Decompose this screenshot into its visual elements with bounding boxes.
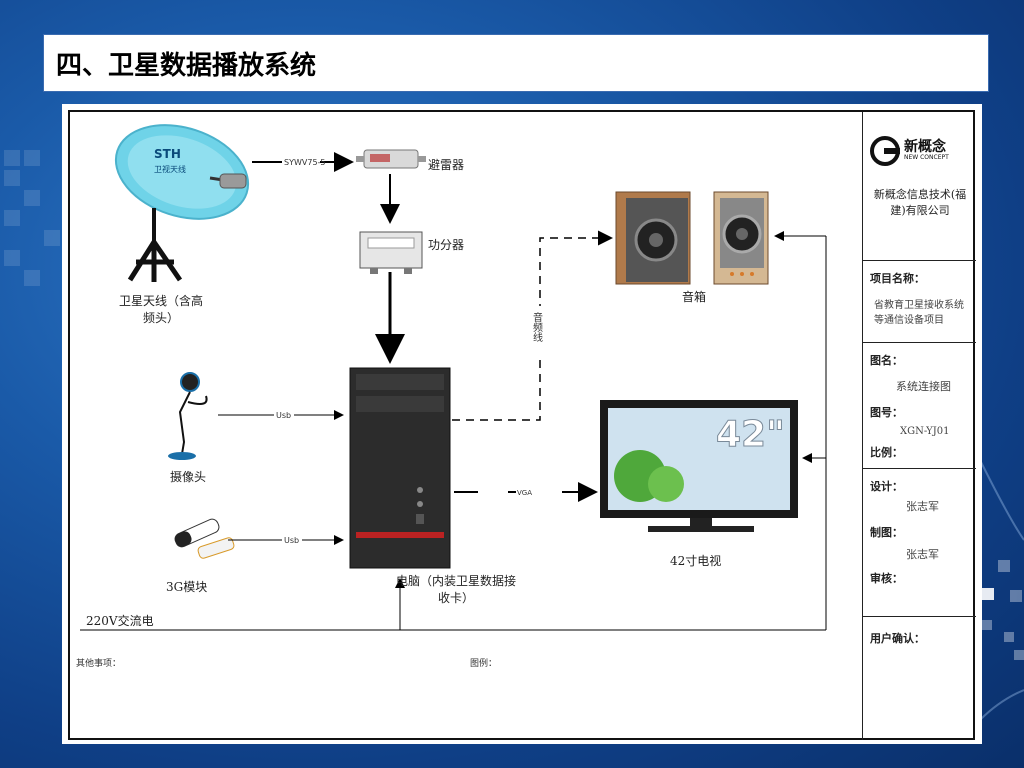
power-label: 220V交流电 bbox=[86, 614, 154, 628]
scale-label: 比例： bbox=[870, 446, 903, 459]
vga-cable-label: VGA bbox=[517, 489, 532, 497]
title-block-row-divider bbox=[862, 616, 976, 617]
speakers-label: 音箱 bbox=[682, 290, 707, 304]
drawing-no: XGN-YJ01 bbox=[900, 426, 950, 437]
surge-protector-icon bbox=[356, 149, 426, 169]
surge-protector-label: 避雷器 bbox=[428, 158, 465, 172]
satellite-dish-label: 卫星天线（含高频头） bbox=[118, 294, 203, 325]
drawing-name-label: 图名： bbox=[870, 354, 903, 367]
usb-camera-label: Usb bbox=[276, 411, 291, 420]
dish-brand: STH bbox=[154, 147, 181, 161]
drafter: 张志军 bbox=[906, 548, 939, 561]
tv-screen-text: 42" bbox=[716, 414, 785, 455]
camera-label: 摄像头 bbox=[170, 470, 207, 484]
company-name: 新概念信息技术(福建)有限公司 bbox=[873, 188, 967, 217]
satellite-dish-icon: STH 卫视天线 bbox=[114, 124, 250, 282]
company-logo: 新概念 NEW CONCEPT bbox=[870, 132, 970, 172]
review-label: 审核： bbox=[870, 572, 903, 585]
company-logo-icon bbox=[870, 136, 900, 166]
splitter-label: 功分器 bbox=[428, 238, 465, 252]
usb-modem-label: Usb bbox=[284, 536, 299, 545]
title-block-row-divider bbox=[862, 468, 976, 469]
dish-brand-sub: 卫视天线 bbox=[154, 164, 186, 174]
title-bar: 四、卫星数据播放系统 bbox=[43, 34, 989, 92]
legend-label: 图例： bbox=[470, 659, 498, 669]
company-logo-sub: NEW CONCEPT bbox=[904, 154, 949, 161]
drawing-name: 系统连接图 bbox=[896, 380, 951, 393]
project-name: 省教育卫星接收系统等通信设备项目 bbox=[874, 300, 964, 326]
title-block-row-divider bbox=[862, 342, 976, 343]
computer-icon bbox=[349, 367, 451, 569]
customer-confirm-label: 用户确认： bbox=[870, 632, 925, 645]
other-items-label: 其他事项： bbox=[76, 659, 122, 669]
3g-modem-label: 3G模块 bbox=[166, 580, 208, 594]
design-label: 设计： bbox=[870, 480, 903, 493]
drawing-frame: STH 卫视天线 SYWV75-5 bbox=[68, 110, 976, 740]
splitter-icon bbox=[359, 231, 423, 274]
title-block-row-divider bbox=[862, 260, 976, 261]
slide-title: 四、卫星数据播放系统 bbox=[56, 51, 317, 81]
designer: 张志军 bbox=[906, 500, 939, 513]
drafting-label: 制图： bbox=[870, 526, 903, 539]
title-block-divider bbox=[862, 112, 863, 740]
project-name-label: 项目名称： bbox=[870, 272, 925, 285]
drawing-sheet: STH 卫视天线 SYWV75-5 bbox=[62, 104, 982, 744]
audio-cable-label: 音频线 bbox=[531, 311, 543, 342]
computer-label: 电脑（内装卫星数据接收卡） bbox=[396, 574, 517, 605]
tv-label: 42寸电视 bbox=[670, 554, 722, 568]
camera-icon bbox=[168, 372, 208, 460]
drawing-no-label: 图号： bbox=[870, 406, 903, 419]
coax-cable-label: SYWV75-5 bbox=[284, 158, 326, 167]
speakers-icon bbox=[615, 191, 769, 285]
tv-icon: 42" bbox=[600, 400, 798, 532]
company-logo-text: 新概念 bbox=[904, 139, 946, 155]
connection-diagram: STH 卫视天线 SYWV75-5 bbox=[80, 124, 827, 631]
3g-modem-icon bbox=[174, 518, 235, 559]
